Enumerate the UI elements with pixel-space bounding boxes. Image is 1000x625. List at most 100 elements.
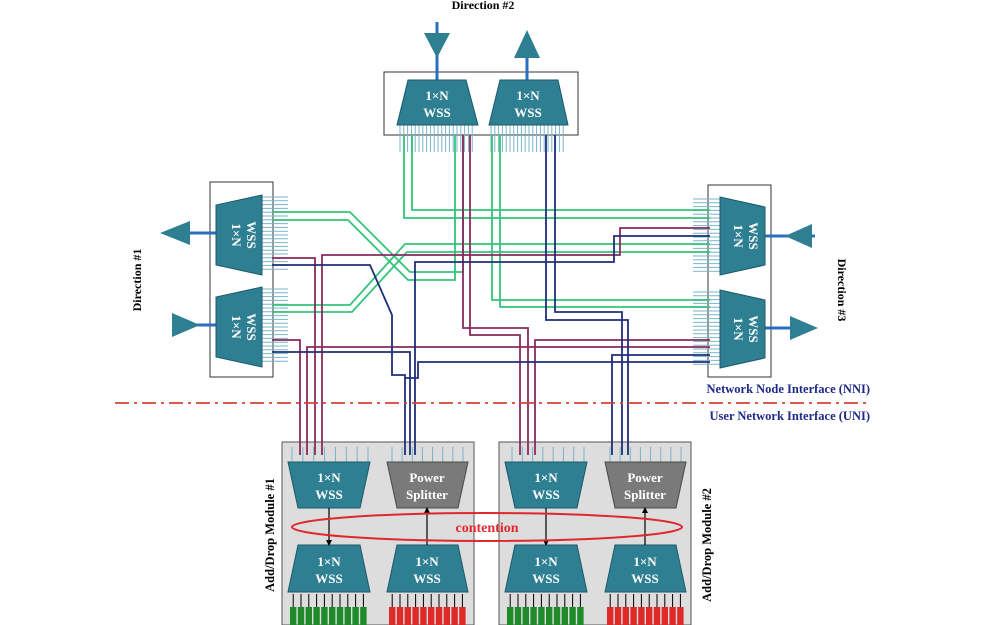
port-block (404, 607, 411, 625)
svg-text:WSS: WSS (532, 571, 559, 586)
direction-3-wss-top: 1×N WSS (719, 196, 766, 276)
port-block (614, 607, 622, 625)
svg-text:WSS: WSS (315, 571, 342, 586)
port-block (546, 607, 553, 625)
port-block (677, 607, 684, 625)
port-block (313, 607, 320, 625)
port-block (336, 607, 344, 625)
direction-2-label: Direction #2 (452, 0, 515, 12)
svg-text:1×N: 1×N (317, 554, 341, 569)
port-block (396, 607, 404, 625)
module-2-power-splitter: Power Splitter (604, 461, 687, 509)
svg-text:WSS: WSS (631, 571, 658, 586)
port-block (443, 607, 450, 625)
port-block (344, 607, 351, 625)
purple-fibers (272, 135, 710, 455)
port-block (514, 607, 522, 625)
port-block (389, 607, 396, 625)
svg-text:Splitter: Splitter (406, 487, 448, 502)
port-block (630, 607, 637, 625)
direction-1-wss-top: 1×N WSS (215, 194, 263, 276)
module-2-drop-wss-lower: 1×N WSS (504, 544, 588, 593)
port-block (553, 607, 561, 625)
port-block (360, 607, 367, 625)
module-2-add-wss-lower: 1×N WSS (604, 544, 687, 593)
port-block (420, 607, 427, 625)
svg-text:WSS: WSS (413, 571, 440, 586)
port-block (653, 607, 661, 625)
port-block (459, 607, 466, 625)
direction-1-node-box (209, 181, 274, 378)
module-1-add-wss-lower: 1×N WSS (386, 544, 469, 593)
direction-3-input-arrow (785, 224, 812, 248)
svg-text:WSS: WSS (244, 221, 259, 248)
svg-text:WSS: WSS (532, 487, 559, 502)
direction-2-node-box (383, 71, 579, 136)
direction-1-output-arrow (160, 221, 190, 245)
port-block (305, 607, 312, 625)
navy-fibers (272, 135, 710, 455)
port-block (412, 607, 419, 625)
port-blocks (290, 594, 684, 625)
port-block (607, 607, 614, 625)
green-fibers (272, 135, 710, 313)
svg-text:WSS: WSS (315, 487, 342, 502)
direction-3-node-box (707, 184, 772, 378)
svg-text:1×N: 1×N (415, 554, 439, 569)
port-block (622, 607, 629, 625)
direction-2-input-arrow (424, 33, 450, 58)
port-block (321, 607, 328, 625)
port-block (638, 607, 645, 625)
direction-2-wss-left: 1×N WSS (396, 79, 479, 126)
svg-text:Splitter: Splitter (624, 487, 666, 502)
svg-text:1×N: 1×N (516, 88, 540, 103)
module-1-drop-wss: 1×N WSS (287, 461, 371, 509)
svg-text:WSS: WSS (244, 313, 259, 340)
port-block (538, 607, 545, 625)
port-block (530, 607, 537, 625)
svg-text:1×N: 1×N (731, 317, 746, 341)
add-drop-module-1-label: Add/Drop Module #1 (263, 478, 277, 592)
contention-ellipse (291, 512, 683, 542)
port-block (646, 607, 653, 625)
port-block (297, 607, 305, 625)
port-block (669, 607, 676, 625)
port-block (561, 607, 568, 625)
svg-text:1×N: 1×N (317, 470, 341, 485)
svg-text:1×N: 1×N (731, 224, 746, 248)
svg-text:1×N: 1×N (229, 223, 244, 247)
direction-1-wss-bottom: 1×N WSS (215, 286, 263, 368)
port-block (290, 607, 297, 625)
direction-io-feeds (160, 22, 818, 340)
direction-3-label: Direction #3 (835, 259, 849, 322)
uni-label: User Network Interface (UNI) (710, 409, 870, 423)
svg-text:1×N: 1×N (534, 470, 558, 485)
direction-3-wss-bottom: 1×N WSS (719, 289, 766, 369)
svg-text:WSS: WSS (514, 105, 541, 120)
module-2-drop-wss: 1×N WSS (504, 461, 588, 509)
svg-text:WSS: WSS (746, 315, 761, 342)
svg-text:Power: Power (627, 470, 663, 485)
svg-text:1×N: 1×N (633, 554, 657, 569)
module-1-power-splitter: Power Splitter (386, 461, 469, 509)
direction-1-label: Direction #1 (130, 249, 144, 312)
svg-text:1×N: 1×N (534, 554, 558, 569)
svg-text:WSS: WSS (423, 105, 450, 120)
port-block (507, 607, 514, 625)
contention-label: contention (456, 521, 519, 536)
port-block (451, 607, 458, 625)
svg-text:1×N: 1×N (229, 315, 244, 339)
direction-1-input-arrow (172, 313, 200, 337)
port-block (428, 607, 435, 625)
add-drop-module-2-label: Add/Drop Module #2 (700, 488, 714, 602)
port-block (435, 607, 443, 625)
nni-label: Network Node Interface (NNI) (707, 382, 871, 396)
svg-text:WSS: WSS (746, 222, 761, 249)
port-fans (262, 125, 720, 462)
module-1-drop-wss-lower: 1×N WSS (287, 544, 371, 593)
svg-text:1×N: 1×N (425, 88, 449, 103)
port-block (522, 607, 529, 625)
port-block (569, 607, 576, 625)
direction-2-wss-right: 1×N WSS (488, 79, 569, 126)
